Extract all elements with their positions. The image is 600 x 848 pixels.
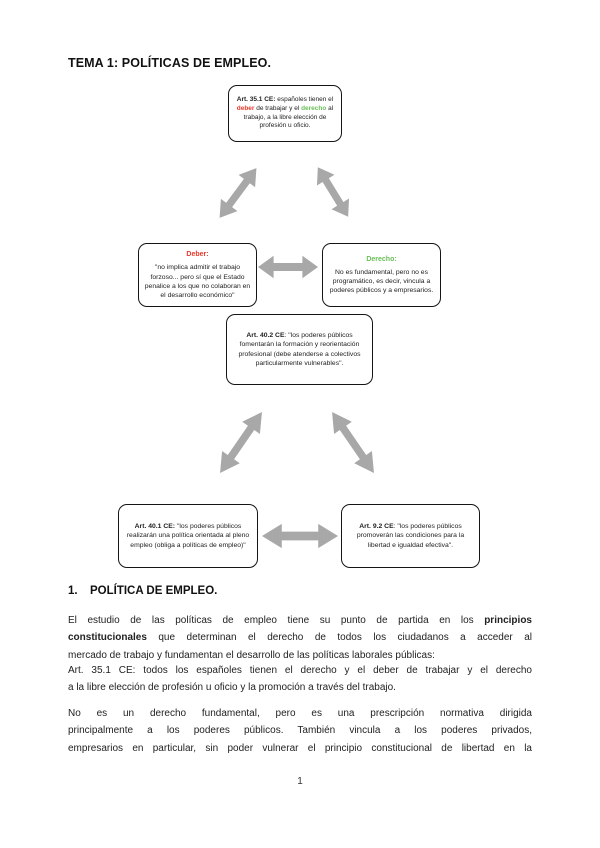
section-heading: 1. POLÍTICA DE EMPLEO. [68,585,217,597]
diagram-box-derecho: Derecho: No es fundamental, pero no es p… [322,243,441,307]
box-heading: Deber: [186,250,209,258]
box-text: Art. 35.1 CE: españoles tienen el deber … [236,95,334,130]
section-number: 1. [68,585,78,597]
double-arrow-lower-left-icon [220,412,262,473]
diagram-box-art-40-1: Art. 40.1 CE: "los poderes públicos real… [118,504,258,568]
double-arrow-upper-horizontal-icon [258,255,318,279]
double-arrow-lower-right-icon [332,412,374,473]
double-arrow-upper-right-icon [316,167,350,217]
diagram-box-deber: Deber: "no implica admitir el trabajo fo… [138,243,257,307]
page-title: TEMA 1: POLÍTICAS DE EMPLEO. [68,56,272,70]
diagram-box-art-40-2: Art. 40.2 CE: "los poderes públicos fome… [226,314,373,385]
double-arrow-lower-horizontal-icon [262,523,338,549]
diagram-box-art-9-2: Art. 9.2 CE: "los poderes públicos promo… [341,504,480,568]
box-text: No es fundamental, pero no es programáti… [329,268,434,295]
page-number: 1 [297,776,303,787]
box-text: Art. 40.1 CE: "los poderes públicos real… [126,523,250,549]
box-heading: Derecho: [366,255,397,263]
box-text: Art. 9.2 CE: "los poderes públicos promo… [356,523,465,549]
section-title: POLÍTICA DE EMPLEO. [90,585,218,597]
paragraph-principios-constitucionales: El estudio de las políticas de empleo ti… [68,615,532,661]
box-text: "no implica admitir el trabajo forzoso..… [144,264,251,299]
paragraph-no-es-derecho-fundamental: No es un derecho fundamental, pero es un… [68,708,532,754]
double-arrow-upper-left-icon [219,168,257,218]
box-text: Art. 40.2 CE: "los poderes públicos fome… [238,332,361,367]
diagram-box-art-35-1: Art. 35.1 CE: españoles tienen el deber … [228,85,342,142]
paragraph-art-35-1: Art. 35.1 CE: todos los españoles tienen… [68,665,532,694]
